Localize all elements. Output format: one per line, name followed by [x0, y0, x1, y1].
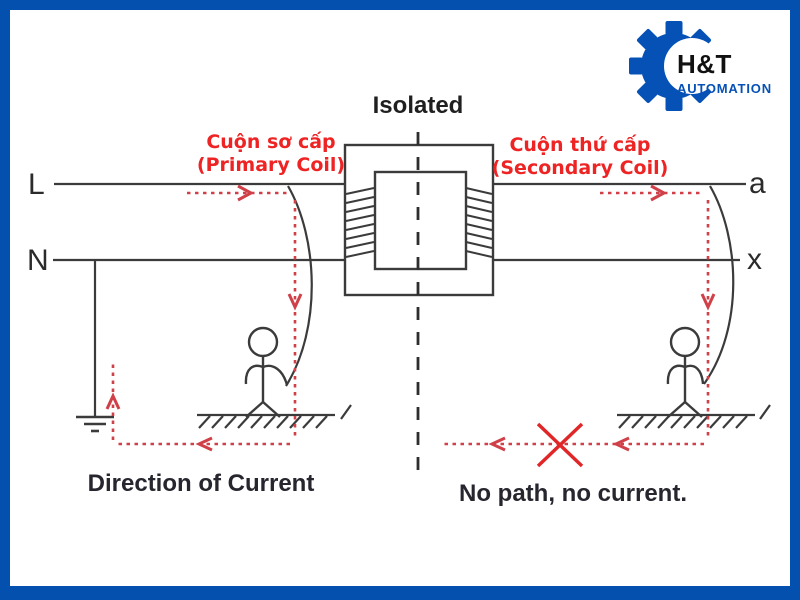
supply-lines	[53, 182, 746, 417]
secondary-coil-label-en: (Secondary Coil)	[491, 157, 669, 179]
no-path-caption: No path, no current.	[459, 480, 687, 507]
direction-caption: Direction of Current	[87, 470, 315, 497]
left-current-path	[111, 191, 297, 446]
left-ground-hatch	[197, 404, 352, 429]
primary-coil-label-en: (Primary Coil)	[196, 154, 346, 176]
right-current-arrows	[488, 184, 716, 452]
brand-name: H&T	[677, 49, 732, 79]
primary-coil-label-vi: Cuộn sơ cấp	[206, 131, 336, 153]
earth-ground-icon	[76, 415, 114, 433]
secondary-coil-label-vi: Cuộn thứ cấp	[509, 134, 651, 156]
right-person-figure	[666, 326, 705, 418]
primary-winding	[345, 187, 375, 258]
brand-subtitle: AUTOMATION	[677, 81, 772, 96]
terminal-a-label: a	[749, 167, 766, 200]
primary-coil-label: Cuộn sơ cấp (Primary Coil)	[171, 131, 371, 177]
secondary-coil-label: Cuộn thứ cấp (Secondary Coil)	[480, 134, 680, 180]
terminal-x-label: x	[747, 243, 762, 276]
right-current-path	[444, 191, 710, 446]
no-current-x-icon	[536, 422, 584, 468]
secondary-winding	[465, 187, 493, 258]
terminal-L-label: L	[28, 168, 45, 201]
right-touch-arc	[703, 185, 735, 385]
gear-icon	[629, 21, 720, 111]
isolated-title: Isolated	[372, 92, 464, 119]
left-current-arrows	[105, 184, 303, 452]
terminal-N-label: N	[27, 244, 49, 277]
left-person-figure	[244, 326, 289, 418]
right-ground-hatch	[617, 404, 771, 429]
left-touch-arc	[285, 185, 313, 387]
